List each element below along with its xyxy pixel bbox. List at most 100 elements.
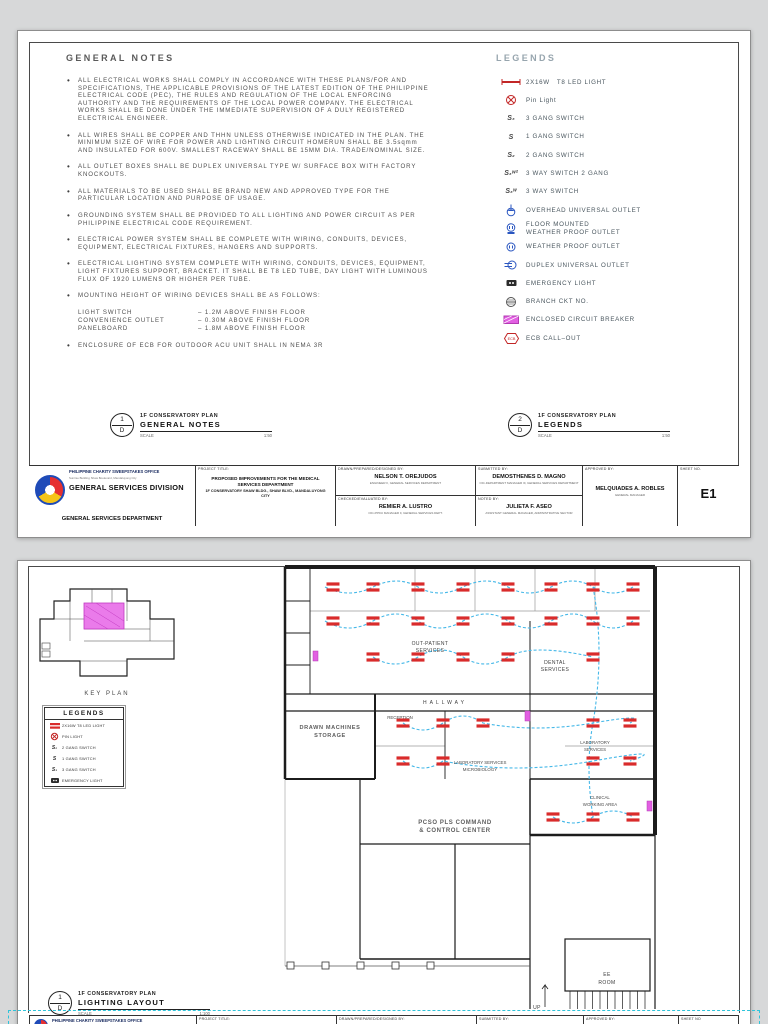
scale-label: SCALE (78, 1011, 92, 1016)
selection-dash-right (759, 1010, 760, 1024)
switch-3way-2gang-icon: S₃ʷ² (504, 170, 518, 178)
pin-light-icon (47, 732, 62, 741)
room-label-reception: RECEPTION (387, 715, 413, 720)
detail-bubble: 1 D (110, 413, 134, 437)
title-block-submitted: SUBMITTED BY: DEMOSTHENES D. MAGNO OIC-D… (475, 466, 582, 526)
overhead-outlet-icon (496, 204, 526, 217)
branch-ckt-icon (496, 296, 526, 308)
mounting-height-table: LIGHT SWITCH – 1.2M ABOVE FINISH FLOOR C… (78, 309, 430, 333)
emergency-light-icon (496, 278, 526, 288)
legend-item: S₃ʷ 3 WAY SWITCH (496, 183, 696, 201)
legend-item: PIN LIGHT (45, 731, 123, 742)
legend-label: 2X16W T8 LED LIGHT (62, 723, 106, 728)
title-block-approved: APPROVED BY: MELQUIADES A. ROBLES GENERA… (582, 466, 677, 526)
detail-number: 2 (518, 416, 522, 423)
approved-by-label: APPROVED BY: (585, 467, 614, 471)
scale-label: SCALE (538, 433, 552, 438)
mounting-item: PANELBOARD (78, 324, 129, 332)
switch-2gang-icon: S₂ (507, 151, 515, 159)
selection-dash-left (8, 1010, 9, 1024)
detail-letter: D (119, 427, 125, 434)
scale-value: 1:50 (263, 433, 272, 438)
noted-by-label: NOTED BY: (478, 497, 499, 501)
org-department: GENERAL SERVICES DEPARTMENT (61, 516, 163, 522)
submitted-by-label: SUBMITTED BY: (479, 1017, 509, 1021)
note-item: ALL WIRES SHALL BE COPPER AND THHN UNLES… (67, 131, 430, 155)
legends-heading: LEGENDS (496, 53, 557, 63)
note-item: ENCLOSURE OF ECB FOR OUTDOOR ACU UNIT SH… (67, 341, 430, 351)
callout-general-notes: 1 D 1F CONSERVATORY PLAN GENERAL NOTES S… (110, 413, 272, 438)
checked-by-role: OIC-PPDU MANAGER II, GENERAL SERVICES DE… (368, 511, 443, 515)
room-label-ee-room: ROOM (598, 980, 615, 986)
note-item: ALL MATERIALS TO BE USED SHALL BE BRAND … (67, 187, 430, 203)
room-label-microbiology: LABORATORY SERVICES (454, 760, 507, 765)
scale-value: 1:50 (661, 433, 670, 438)
note-item: ELECTRICAL POWER SYSTEM SHALL BE COMPLET… (67, 235, 430, 251)
room-label-laboratory: LABORATORY (580, 740, 610, 745)
legend-label: 3 WAY SWITCH (526, 188, 579, 196)
mounting-value: – 1.2M ABOVE FINISH FLOOR (198, 308, 306, 316)
legend-item: S₃ 3 GANG SWITCH (496, 110, 696, 128)
drawn-by-label: DRAWN/PREPARED/DESIGNED BY: (339, 1017, 405, 1021)
legend-item: WEATHER PROOF OUTLET (496, 238, 696, 256)
wall-lines (283, 565, 657, 1009)
switch-1gang-icon: S (52, 755, 57, 762)
approved-by-role: GENERAL MANAGER (614, 493, 646, 497)
room-label-ee-room: EE (603, 972, 611, 978)
column-markers (286, 961, 435, 970)
room-label-dental: DENTAL (544, 660, 566, 666)
switch-3gang-icon: S₃ (51, 766, 58, 773)
legend-item: 2X16W T8 LED LIGHT (45, 720, 123, 731)
pcso-logo-icon (35, 475, 65, 505)
legend-label: Pin Light (526, 96, 557, 104)
title-block-partial: PHILIPPINE CHARITY SWEEPSTAKES OFFICE PR… (29, 1015, 739, 1024)
checked-by-cell: CHECKED/EVALUATED BY: REMIER A. LUSTRO O… (336, 496, 475, 526)
title-block: PHILIPPINE CHARITY SWEEPSTAKES OFFICE Su… (29, 465, 739, 526)
note-item: MOUNTING HEIGHT OF WIRING DEVICES SHALL … (67, 291, 430, 301)
submitted-by-cell: SUBMITTED BY: DEMOSTHENES D. MAGNO OIC-D… (476, 466, 582, 496)
legend-list: 2X16W T8 LED LIGHT Pin Light S₃ 3 GANG S… (496, 73, 696, 347)
wp-outlet-icon (496, 241, 526, 253)
legend-label: EMERGENCY LIGHT (526, 279, 597, 287)
legend-item: Pin Light (496, 91, 696, 109)
switch-3way-icon: S₃ʷ (505, 188, 517, 196)
legend-label: 2 GANG SWITCH (526, 151, 585, 159)
legend-label: 2X16W T8 LED LIGHT (526, 78, 607, 86)
legend-item: EMERGENCY LIGHT (496, 274, 696, 292)
legend-item: S₃ 3 GANG SWITCH (45, 764, 123, 775)
room-label-out-patient: SERVICES (416, 648, 445, 654)
keyplan-highlight-area (83, 602, 125, 630)
callout-title: 1F CONSERVATORY PLAN (78, 991, 157, 997)
legend-label: 3 GANG SWITCH (62, 767, 96, 772)
legend-item: ENCLOSED CIRCUIT BREAKER (496, 311, 696, 329)
sheet-no-label: SHEET NO. (680, 467, 702, 471)
legend-item: 2X16W T8 LED LIGHT (496, 73, 696, 91)
mounting-item: CONVENIENCE OUTLET (78, 316, 165, 324)
room-label-command-center: & CONTROL CENTER (419, 828, 491, 834)
checked-by-label: CHECKED/EVALUATED BY: (338, 497, 389, 501)
project-title-label: PROJECT TITLE: (198, 467, 230, 471)
approved-by-name: MELQUIADES A. ROBLES (595, 486, 665, 492)
mounting-value: – 1.8M ABOVE FINISH FLOOR (198, 324, 306, 332)
drawn-by-name: NELSON T. OREJUDOS (374, 474, 437, 480)
org-name: PHILIPPINE CHARITY SWEEPSTAKES OFFICE (52, 1018, 143, 1023)
room-label-storage: STORAGE (314, 733, 346, 739)
legend-label: DUPLEX UNIVERSAL OUTLET (526, 261, 630, 269)
callout-text: 1F CONSERVATORY PLAN GENERAL NOTES SCALE… (140, 413, 272, 438)
legend-label: ENCLOSED CIRCUIT BREAKER (526, 316, 635, 324)
legend-item: EMERGENCY LIGHT (45, 775, 123, 786)
detail-bubble: 1 D (48, 991, 72, 1015)
general-notes-list: ALL ELECTRICAL WORKS SHALL COMPLY IN ACC… (67, 76, 430, 358)
general-notes-heading: GENERAL NOTES (66, 53, 175, 63)
legend-label: PIN LIGHT (62, 734, 83, 739)
callout-title: 1F CONSERVATORY PLAN (538, 413, 617, 419)
svg-text:ECB: ECB (507, 337, 515, 341)
switch-1gang-icon: S (508, 133, 514, 141)
callout-lighting-layout: 1 D 1F CONSERVATORY PLAN LIGHTING LAYOUT… (48, 991, 210, 1016)
enclosed-breaker-icon (496, 315, 526, 325)
legend-item: ECB ECB CALL–OUT (496, 329, 696, 347)
floor-wp-outlet-icon (496, 222, 526, 235)
sheet-no-label: SHEET NO (681, 1017, 701, 1021)
